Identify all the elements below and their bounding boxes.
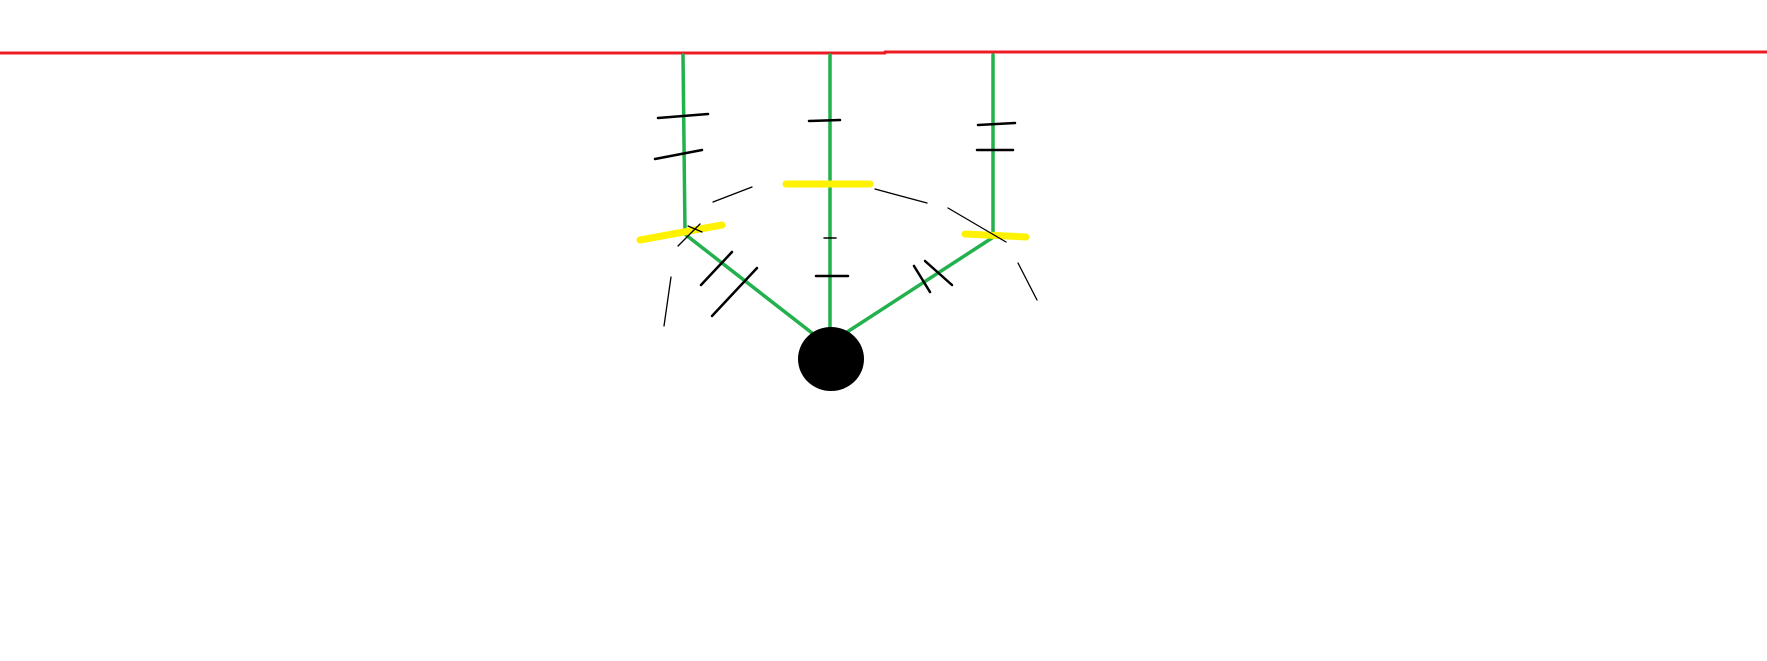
- arc-stroke-6: [947, 207, 1007, 243]
- right-diagonal-tick-1: [912, 264, 932, 294]
- right-diagonal-tick-2: [923, 259, 954, 287]
- left-diagonal-tick-2: [710, 266, 759, 318]
- tick-marks: [653, 112, 1017, 318]
- arc-stroke-2: [677, 223, 701, 247]
- black-node: [798, 327, 864, 391]
- arc-stroke-5: [874, 188, 928, 204]
- left-vertical-link: [681, 53, 687, 234]
- right-diagonal-link: [842, 236, 994, 336]
- arc-stroke-3: [687, 225, 703, 233]
- left-vertical-tick-2: [653, 148, 704, 161]
- center-vertical-tick-1: [807, 118, 842, 123]
- arc-stroke-4: [712, 186, 753, 203]
- thin-arc-strokes: [663, 186, 1038, 327]
- green-links: [681, 53, 995, 338]
- left-vertical-tick-1: [656, 112, 710, 120]
- red-baseline: [0, 50, 1767, 55]
- left-diagonal-link: [684, 233, 814, 335]
- arc-stroke-7: [1017, 262, 1038, 301]
- left-yellow-stroke: [636, 221, 726, 244]
- arc-stroke-1: [663, 276, 672, 327]
- yellow-highlights: [636, 180, 1030, 244]
- left-diagonal-tick-1: [699, 250, 734, 287]
- right-vertical-tick-1: [976, 121, 1017, 127]
